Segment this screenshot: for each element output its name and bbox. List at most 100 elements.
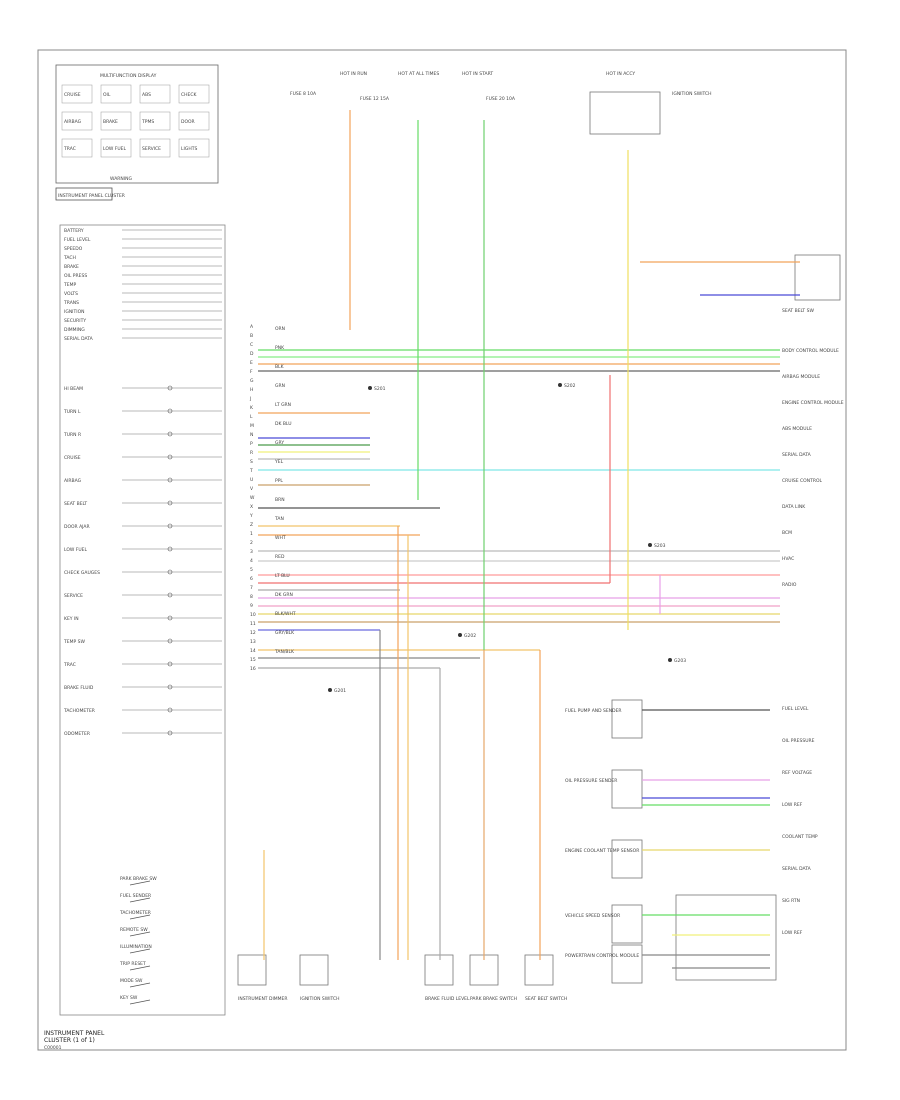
gauge-resistor (167, 707, 173, 713)
connector-pin-label: D (250, 351, 254, 357)
indicator-cell-label: CHECK (181, 92, 198, 98)
connector-pin-label: 2 (250, 540, 253, 546)
gauge-resistor (167, 592, 173, 598)
connector-pin-label: 5 (250, 567, 253, 573)
connector-pin-label: 12 (250, 630, 256, 636)
gauge-label: SERIAL DATA (64, 336, 94, 342)
top-label: HOT IN START (462, 71, 493, 77)
wire-code-label: BRN (275, 497, 285, 503)
connector-pin-label: F (250, 369, 253, 375)
connector-pin-label: 6 (250, 576, 253, 582)
indicator-cell-label: BRAKE (103, 119, 118, 125)
connector-pin-label: 8 (250, 594, 253, 600)
switch-contact (129, 982, 151, 988)
wire-code-label: DK GRN (275, 592, 293, 598)
wire-code-label: ORN (275, 326, 285, 332)
sensor-box (611, 904, 643, 944)
bottom-component-label: PARK BRAKE SWITCH (470, 996, 517, 1002)
wire-code-label: BLK (275, 364, 285, 370)
wire-code-label: GRY/BLK (275, 630, 295, 636)
gauge-label: BRAKE FLUID (64, 685, 94, 691)
indicator-panel-footer: WARNING (110, 176, 132, 182)
wire-code-label: TAN (274, 516, 284, 522)
gauge-label: TEMP SW (63, 639, 85, 645)
switch-contact (129, 948, 151, 954)
indicator-cell-label: OIL (103, 92, 111, 98)
gauge-resistor (167, 477, 173, 483)
sensor-box (611, 699, 643, 739)
gauge-label: TEMP (63, 282, 76, 288)
indicator-panel-header: MULTIFUNCTION DISPLAY (100, 73, 157, 79)
wire-code-label: GRN (275, 383, 285, 389)
indicator-cell-box (178, 111, 210, 131)
connector-pin-label: L (250, 414, 253, 420)
indicator-cell-box (178, 138, 210, 158)
right-component-label: ENGINE COOLANT TEMP SENSOR (565, 848, 639, 854)
right-label: LOW REF (782, 802, 803, 808)
connector-pin-label: N (250, 432, 253, 438)
gauge-label: TACH (63, 255, 76, 261)
right-component-label: FUEL PUMP AND SENDER (565, 708, 622, 714)
indicator-cell-box (61, 111, 93, 131)
bottom-component-box (524, 954, 554, 986)
indicator-cell-box (61, 138, 93, 158)
right-label: SIG RTN (782, 898, 800, 904)
right-component-label: POWERTRAIN CONTROL MODULE (565, 953, 639, 959)
connector-pin-label: A (250, 324, 254, 330)
wire-code-label: PNK (275, 345, 285, 351)
connector-pin-label: X (250, 504, 253, 510)
indicator-cell-box (178, 84, 210, 104)
splice-label: S201 (374, 386, 386, 392)
right-label: COOLANT TEMP (782, 834, 818, 840)
gauge-label: OIL PRESS (64, 273, 87, 279)
indicator-cell-box (139, 138, 171, 158)
splice-label: S203 (654, 543, 666, 549)
gauge-label: VOLTS (64, 291, 78, 297)
indicator-cell-label: DOOR (181, 119, 195, 125)
left-switch-label: FUEL SENDER (120, 893, 151, 899)
wire-code-label: LT GRN (275, 402, 291, 408)
connector-pin-label: B (250, 333, 253, 339)
left-switch-label: KEY SW (120, 995, 138, 1001)
cluster-body-box (59, 224, 226, 1016)
wire-code-label: WHT (275, 535, 286, 541)
connector-pin-label: G (250, 378, 254, 384)
left-switch-label: ILLUMINATION (120, 944, 152, 950)
gauge-label: TURN L (63, 409, 81, 415)
gauge-label: TURN R (63, 432, 81, 438)
sensor-box (611, 769, 643, 809)
indicator-cell-label: AIRBAG (64, 119, 82, 125)
splice-node (668, 658, 672, 662)
right-label: SEAT BELT SW (782, 308, 814, 314)
diagram-frame (37, 49, 847, 1051)
gauge-label: CHECK GAUGES (64, 570, 100, 576)
wire-code-label: DK BLU (275, 421, 292, 427)
top-label: FUSE 20 10A (486, 96, 516, 102)
right-label: ENGINE CONTROL MODULE (782, 400, 844, 406)
splice-label: G202 (464, 633, 476, 639)
gauge-resistor (167, 408, 173, 414)
indicator-panel-box (55, 64, 219, 184)
gauge-label: SEAT BELT (64, 501, 87, 507)
indicator-cell-box (100, 84, 132, 104)
diagram-title-line1: INSTRUMENT PANEL (44, 1030, 105, 1037)
bottom-component-label: SEAT BELT SWITCH (525, 996, 567, 1002)
left-switch-label: REMOTE SW (120, 927, 148, 933)
gauge-label: ODOMETER (64, 731, 90, 737)
connector-pin-label: 7 (250, 585, 253, 591)
gauge-label: DOOR AJAR (64, 524, 90, 530)
connector-pin-label: 4 (250, 558, 253, 564)
connector-pin-label: S (250, 459, 253, 465)
connector-pin-label: J (249, 396, 251, 402)
connector-pin-label: 13 (250, 639, 256, 645)
left-switch-label: TACHOMETER (119, 910, 151, 916)
wire-code-label: GRY (275, 440, 284, 446)
top-label: FUSE 12 15A (360, 96, 390, 102)
right-label: RADIO (782, 582, 797, 588)
switch-contact (129, 880, 151, 886)
switch-contact (129, 914, 151, 920)
sensor-box (611, 944, 643, 984)
gauge-label: TRANS (63, 300, 79, 306)
connector-pin-label: V (250, 486, 254, 492)
indicator-cell-label: TRAC (63, 146, 76, 152)
